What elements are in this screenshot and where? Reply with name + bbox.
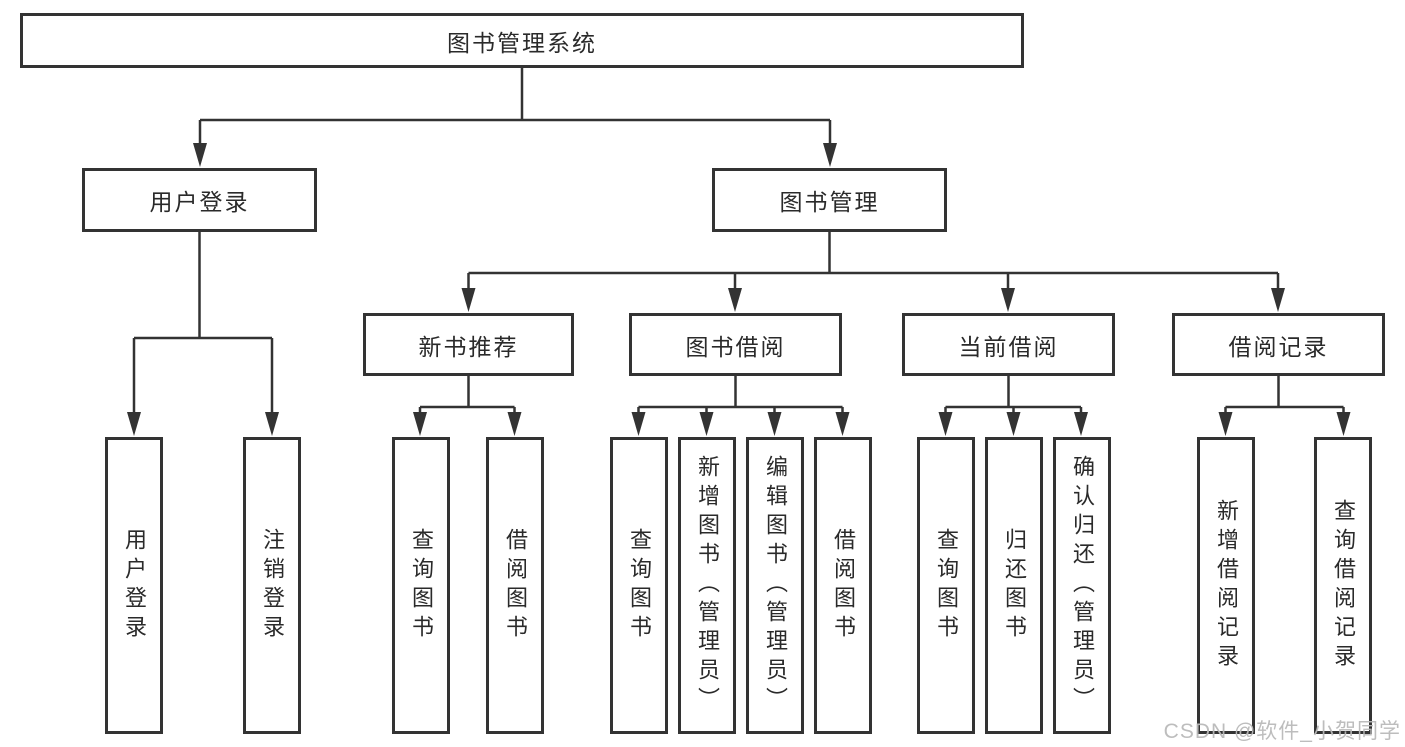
leaf-confirm-return-admin: 确认归还（管理员） — [1053, 437, 1111, 734]
leaf-label: 新增借阅记录 — [1214, 498, 1239, 673]
node-book-management: 图书管理 — [712, 168, 947, 232]
leaf-add-books-admin: 新增图书（管理员） — [678, 437, 736, 734]
leaf-borrow-books-newbooks: 借阅图书 — [486, 437, 544, 734]
leaf-label: 查询借阅记录 — [1331, 498, 1356, 673]
node-current-borrowing: 当前借阅 — [902, 313, 1115, 376]
node-label: 图书管理 — [779, 189, 880, 215]
leaf-query-borrow-record: 查询借阅记录 — [1314, 437, 1372, 734]
leaf-logout: 注销登录 — [243, 437, 301, 734]
leaf-label: 查询图书 — [934, 527, 959, 644]
csdn-watermark: CSDN @软件_小贺同学 — [1163, 720, 1401, 743]
leaf-label: 编辑图书（管理员） — [763, 455, 788, 716]
node-label: 新书推荐 — [418, 333, 519, 360]
arrowheads — [127, 143, 1351, 436]
leaf-label: 归还图书 — [1002, 527, 1027, 644]
node-label: 借阅记录 — [1228, 333, 1329, 360]
leaf-label: 确认归还（管理员） — [1070, 455, 1095, 716]
leaf-label: 用户登录 — [122, 527, 147, 644]
node-borrowing-records: 借阅记录 — [1172, 313, 1385, 376]
leaf-return-books: 归还图书 — [985, 437, 1043, 734]
node-library-management-system: 图书管理系统 — [20, 13, 1024, 68]
leaf-label: 借阅图书 — [503, 527, 528, 644]
node-label: 当前借阅 — [958, 333, 1059, 360]
node-book-borrowing: 图书借阅 — [629, 313, 842, 376]
leaf-label: 查询图书 — [409, 527, 434, 644]
leaf-label: 查询图书 — [627, 527, 652, 644]
node-label: 图书借阅 — [685, 333, 786, 360]
leaf-label: 新增图书（管理员） — [695, 455, 720, 716]
node-label: 图书管理系统 — [447, 29, 597, 56]
leaf-edit-books-admin: 编辑图书（管理员） — [746, 437, 804, 734]
leaf-query-books-newbooks: 查询图书 — [392, 437, 450, 734]
leaf-query-books-current: 查询图书 — [917, 437, 975, 734]
node-new-book-recommendation: 新书推荐 — [363, 313, 574, 376]
leaf-query-books-borrowing: 查询图书 — [610, 437, 668, 734]
leaf-borrow-books-borrowing: 借阅图书 — [814, 437, 872, 734]
node-user-login: 用户登录 — [82, 168, 317, 232]
leaf-label: 借阅图书 — [831, 527, 856, 644]
node-label: 用户登录 — [149, 189, 250, 215]
leaf-add-borrow-record: 新增借阅记录 — [1197, 437, 1255, 734]
leaf-user-login: 用户登录 — [105, 437, 163, 734]
leaf-label: 注销登录 — [260, 527, 285, 644]
